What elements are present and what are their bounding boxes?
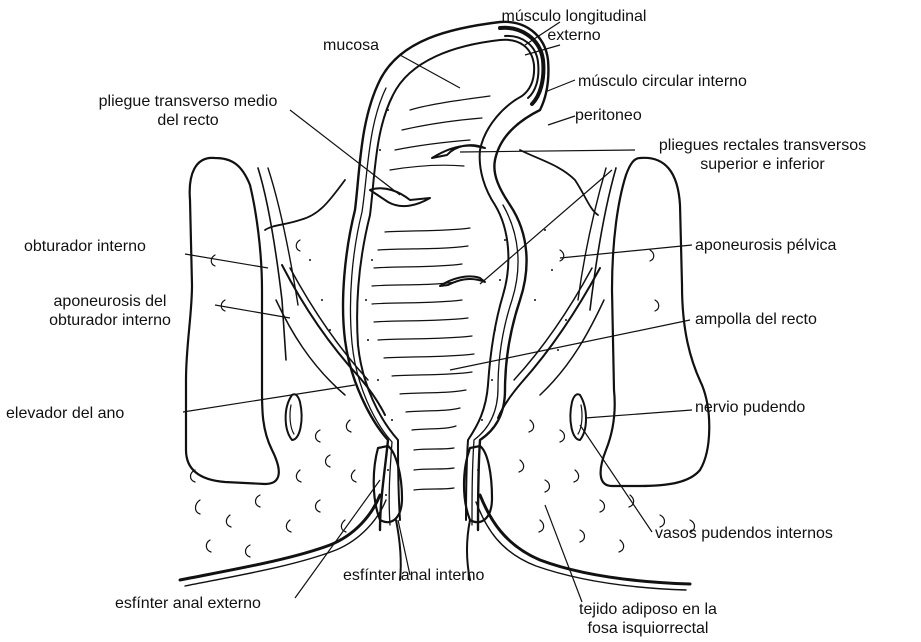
- label-obturador-interno: obturador interno: [24, 237, 146, 256]
- label-pliegues-rectales-line2: superior e inferior: [630, 155, 895, 174]
- label-aponeurosis-obturador: aponeurosis del obturador interno: [10, 292, 210, 330]
- label-musculo-longitudinal: músculo longitudinal externo: [484, 7, 664, 45]
- label-vasos-pudendos: vasos pudendos internos: [655, 524, 833, 543]
- label-tejido-adiposo-line1: tejido adiposo en la: [548, 600, 748, 619]
- label-nervio-pudendo: nervio pudendo: [695, 398, 805, 417]
- label-ampolla: ampolla del recto: [695, 310, 817, 329]
- label-peritoneo: peritoneo: [575, 106, 642, 125]
- label-pliegue-transverso-line2: del recto: [83, 111, 293, 130]
- label-musculo-circular: músculo circular interno: [578, 72, 747, 91]
- label-pliegue-transverso: pliegue transverso medio del recto: [83, 92, 293, 130]
- right-bone-outline: [601, 158, 710, 486]
- label-aponeurosis-obturador-line1: aponeurosis del: [10, 292, 210, 311]
- label-aponeurosis-obturador-line2: obturador interno: [10, 311, 210, 330]
- label-esfinter-externo: esfínter anal externo: [115, 594, 261, 613]
- label-mucosa: mucosa: [323, 36, 379, 55]
- label-pliegue-transverso-line1: pliegue transverso medio: [83, 92, 293, 111]
- label-elevador: elevador del ano: [6, 404, 124, 423]
- label-musculo-longitudinal-line1: músculo longitudinal: [484, 7, 664, 26]
- label-pliegues-rectales-line1: pliegues rectales transversos: [630, 136, 895, 155]
- label-tejido-adiposo-line2: fosa isquiorrectal: [548, 619, 748, 638]
- label-aponeurosis-pelvica: aponeurosis pélvica: [695, 236, 836, 255]
- label-musculo-longitudinal-line2: externo: [484, 26, 664, 45]
- label-pliegues-rectales: pliegues rectales transversos superior e…: [630, 136, 895, 174]
- label-esfinter-interno: esfínter anal interno: [343, 566, 484, 585]
- label-tejido-adiposo: tejido adiposo en la fosa isquiorrectal: [548, 600, 748, 638]
